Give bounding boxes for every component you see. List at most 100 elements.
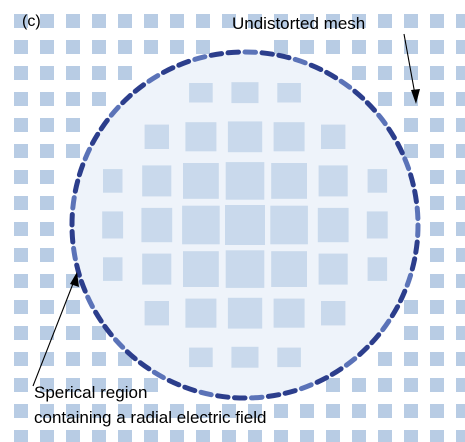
distorted-mesh-cell (144, 301, 169, 326)
mesh-cell (430, 66, 444, 80)
distorted-mesh-cell (277, 83, 301, 103)
mesh-cell (14, 144, 28, 158)
boundary-dash (76, 162, 86, 178)
mesh-cell (222, 404, 236, 418)
mesh-cell (248, 404, 262, 418)
mesh-cell (430, 430, 444, 442)
mesh-cell (326, 14, 340, 28)
boundary-dash (72, 178, 81, 194)
mesh-cell (118, 66, 132, 80)
boundary-dash (113, 337, 126, 350)
mesh-cell (40, 14, 54, 28)
mesh-cell (326, 430, 340, 442)
distorted-mesh-cell (144, 124, 169, 149)
mesh-cell (274, 404, 288, 418)
panel-label: (c) (22, 13, 41, 30)
mesh-cell (40, 222, 54, 236)
boundary-dash (398, 288, 408, 304)
distorted-mesh-cell (182, 205, 220, 245)
mesh-cell (274, 14, 288, 28)
distorted-mesh-cell (321, 124, 346, 149)
mesh-cell (66, 14, 80, 28)
boundary-dash (364, 100, 377, 113)
boundary-dash (386, 126, 397, 141)
mesh-cell (14, 274, 28, 288)
mesh-cell (66, 144, 80, 158)
distorted-mesh-cell (318, 165, 348, 197)
distorted-mesh-cell (317, 207, 349, 243)
mesh-cell (456, 92, 465, 106)
boundary-dash (395, 140, 405, 156)
spherical-region-arrow-line (32, 275, 77, 387)
mesh-cell (378, 352, 392, 366)
boundary-dash (132, 82, 147, 94)
mesh-cell (274, 40, 288, 54)
mesh-cell (430, 300, 444, 314)
mesh-cell (14, 248, 28, 262)
mesh-cell (456, 66, 465, 80)
mesh-cell (456, 144, 465, 158)
mesh-cell (92, 326, 106, 340)
boundary-dash (82, 146, 92, 162)
mesh-cell (300, 404, 314, 418)
mesh-cell (456, 170, 465, 184)
mesh-cell (326, 404, 340, 418)
boundary-dash (98, 117, 110, 132)
mesh-cell (456, 430, 465, 442)
distorted-mesh-cell (367, 169, 388, 193)
mesh-cell (40, 430, 54, 442)
mesh-cell (378, 92, 392, 106)
distorted-mesh-cell (318, 253, 348, 285)
mesh-cell (40, 92, 54, 106)
boundary-dash (208, 51, 225, 58)
boundary-dash (146, 73, 161, 84)
mesh-cell (404, 352, 418, 366)
mesh-cell (14, 14, 28, 28)
spherical-region-boundary (69, 49, 421, 401)
distorted-mesh-cell (142, 165, 172, 197)
distorted-mesh-cell (189, 83, 213, 103)
mesh-cell (456, 14, 465, 28)
distorted-mesh-cell (231, 82, 259, 104)
boundary-dash (314, 375, 330, 385)
mesh-cell (196, 404, 210, 418)
mesh-cell (14, 118, 28, 132)
mesh-cell (66, 378, 80, 392)
mesh-cell (92, 378, 106, 392)
mesh-cell (92, 66, 106, 80)
mesh-cell (40, 378, 54, 392)
distorted-mesh-cell (227, 297, 263, 329)
boundary-dash (124, 349, 138, 362)
boundary-dash (308, 62, 324, 72)
spherical-region-label-line1: Sperical region (34, 383, 148, 402)
distorted-mesh-grid (102, 82, 388, 368)
mesh-cell (430, 222, 444, 236)
boundary-dash (276, 52, 292, 61)
mesh-cell (66, 300, 80, 314)
mesh-cell (326, 40, 340, 54)
mesh-cell (430, 248, 444, 262)
distorted-mesh-cell (273, 122, 305, 152)
mesh-cell (66, 326, 80, 340)
mesh-cell (92, 404, 106, 418)
boundary-dash (160, 65, 176, 75)
undistorted-mesh-grid (14, 14, 465, 442)
mesh-cell (456, 352, 465, 366)
mesh-cell (352, 14, 366, 28)
mesh-cell (144, 40, 158, 54)
distorted-mesh-cell (366, 211, 388, 239)
mesh-cell (456, 326, 465, 340)
mesh-cell (456, 274, 465, 288)
mesh-cell (196, 14, 210, 28)
boundary-dash (402, 156, 412, 172)
boundary-dash (120, 93, 133, 106)
boundary-dash (74, 262, 82, 278)
mesh-cell (378, 66, 392, 80)
mesh-cell (456, 196, 465, 210)
mesh-cell (300, 14, 314, 28)
mesh-cell (196, 430, 210, 442)
mesh-cell (404, 326, 418, 340)
boundary-dash (198, 389, 214, 398)
mesh-cell (14, 92, 28, 106)
